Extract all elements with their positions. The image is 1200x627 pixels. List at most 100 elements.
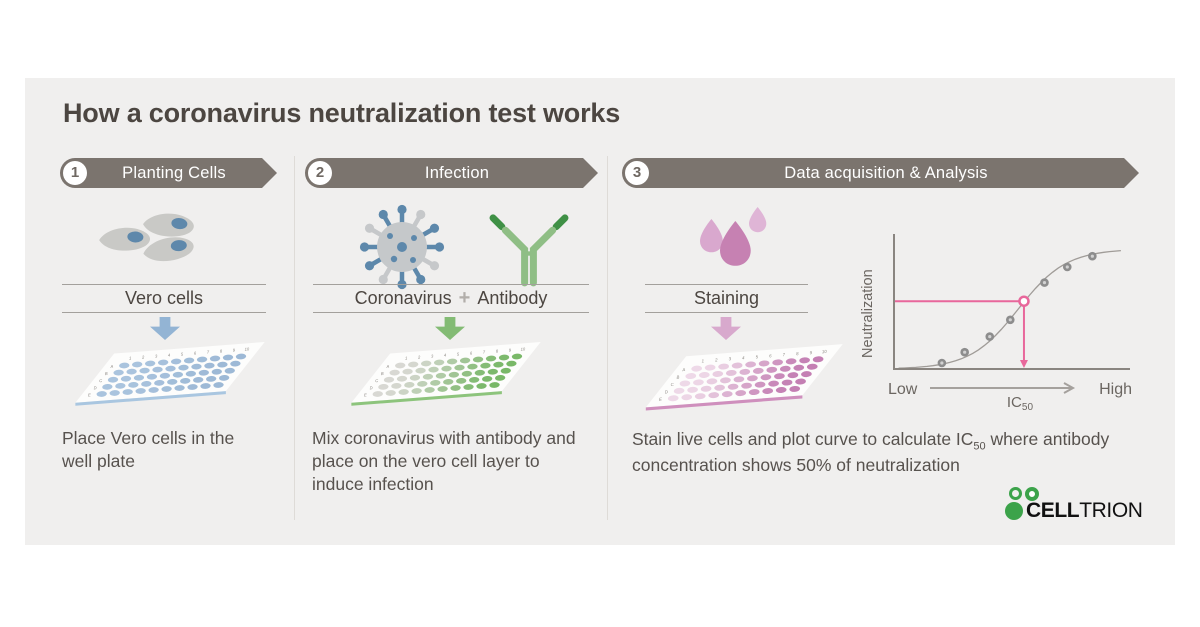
svg-text:8: 8 <box>496 348 499 353</box>
svg-text:A: A <box>109 364 113 369</box>
svg-text:3: 3 <box>431 353 434 358</box>
plus-icon: + <box>458 287 471 309</box>
svg-text:10: 10 <box>244 346 250 351</box>
logo-text-light: TRION <box>1079 499 1143 522</box>
svg-text:C: C <box>670 382 674 387</box>
svg-text:A: A <box>385 364 389 369</box>
caption-text: Stain live cells and plot curve to calcu… <box>632 429 974 449</box>
step2-banner-label: Infection <box>424 163 490 182</box>
staining-label-block: Staining <box>645 284 808 313</box>
svg-text:1: 1 <box>701 358 704 363</box>
ic50-chart: Neutralization Low High IC50 <box>860 234 1132 410</box>
vero-cells-label: Vero cells <box>124 288 204 308</box>
svg-text:D: D <box>93 385 96 390</box>
svg-text:9: 9 <box>509 347 512 352</box>
step1-banner-label: Planting Cells <box>122 163 226 182</box>
caption-text: where antibody concentration shows 50% o… <box>632 429 1110 476</box>
step3-caption: Stain live cells and plot curve to calcu… <box>632 428 1184 477</box>
step1-number-badge: 1 <box>63 161 87 185</box>
svg-text:D: D <box>665 389 669 394</box>
rule-line <box>645 284 808 285</box>
x-axis-low-label: Low <box>888 381 918 398</box>
svg-text:4: 4 <box>742 355 745 360</box>
step2-number-badge: 2 <box>308 161 332 185</box>
panel-background <box>25 78 1175 545</box>
virus-inner-dots <box>387 233 417 263</box>
svg-text:2: 2 <box>714 357 718 362</box>
coronavirus-antibody-label-block: Coronavirus + Antibody <box>313 284 589 313</box>
staining-droplets-icon <box>700 207 767 266</box>
svg-text:3: 3 <box>728 356 731 361</box>
antibody-hinge <box>521 251 537 260</box>
antibody-icon <box>489 214 569 287</box>
logo-circle-donut-icon <box>1025 487 1039 501</box>
svg-text:B: B <box>105 371 108 376</box>
svg-text:C: C <box>99 378 102 383</box>
antibody-chain <box>529 226 557 287</box>
droplet-left <box>700 219 723 253</box>
step3-banner: 3 Data acquisition & Analysis <box>622 158 1139 188</box>
droplet-small <box>749 207 767 233</box>
svg-text:1: 1 <box>405 355 408 360</box>
svg-text:2: 2 <box>141 354 145 359</box>
svg-text:7: 7 <box>483 349 486 354</box>
antibody-dark-tip <box>489 214 506 231</box>
svg-text:5: 5 <box>755 354 758 359</box>
droplet-large <box>720 221 751 266</box>
rule-line <box>645 312 808 313</box>
celltrion-logo: CELLTRION <box>1004 486 1164 530</box>
svg-text:8: 8 <box>220 348 223 353</box>
caption-subscript: 50 <box>973 440 986 453</box>
svg-text:4: 4 <box>168 352 171 357</box>
vero-cells-label-block: Vero cells <box>62 284 266 313</box>
svg-text:A: A <box>681 367 685 372</box>
svg-text:D: D <box>369 385 372 390</box>
vero-cell <box>99 227 150 251</box>
step3-banner-label: Data acquisition & Analysis <box>784 163 988 182</box>
logo-wordmark: CELLTRION <box>1026 499 1143 523</box>
x-axis-arrowhead <box>1063 382 1076 394</box>
vero-cell <box>143 213 194 237</box>
svg-text:1: 1 <box>129 355 132 360</box>
x-axis-high-label: High <box>1099 381 1132 398</box>
chart-curve-and-points <box>894 249 1121 369</box>
svg-text:9: 9 <box>233 347 236 352</box>
svg-text:E: E <box>364 392 367 397</box>
svg-text:7: 7 <box>782 352 785 357</box>
svg-text:2: 2 <box>417 354 421 359</box>
logo-circle-outline-icon <box>1009 487 1022 500</box>
rule-line <box>62 312 266 313</box>
coronavirus-label: Coronavirus <box>354 288 452 308</box>
vero-cells-icon <box>99 213 194 262</box>
svg-text:5: 5 <box>457 351 460 356</box>
svg-text:E: E <box>88 392 91 397</box>
coronavirus-icon <box>359 204 445 290</box>
svg-text:8: 8 <box>796 351 799 356</box>
rule-line <box>313 284 589 285</box>
staining-label: Staining <box>693 288 760 308</box>
svg-text:B: B <box>676 374 679 379</box>
logo-circle-solid-icon <box>1005 502 1023 520</box>
step3-number-badge: 3 <box>625 161 649 185</box>
svg-text:9: 9 <box>809 350 812 355</box>
svg-text:C: C <box>375 378 378 383</box>
svg-text:6: 6 <box>769 353 772 358</box>
svg-text:4: 4 <box>444 352 447 357</box>
svg-text:10: 10 <box>822 349 828 354</box>
step1-banner: 1 Planting Cells <box>60 158 277 188</box>
svg-text:B: B <box>381 371 384 376</box>
column-divider-1 <box>294 156 295 520</box>
step2-banner: 2 Infection <box>305 158 598 188</box>
coronavirus-antibody-label: Coronavirus + Antibody <box>313 285 589 312</box>
svg-text:7: 7 <box>207 349 210 354</box>
ic50-annotation: IC50 <box>1007 394 1034 410</box>
antibody-chain <box>501 226 529 287</box>
svg-text:3: 3 <box>155 353 158 358</box>
vero-cell <box>143 237 194 262</box>
y-axis-label: Neutralization <box>860 269 876 358</box>
svg-text:E: E <box>659 397 662 402</box>
page-title: How a coronavirus neutralization test wo… <box>63 98 621 128</box>
